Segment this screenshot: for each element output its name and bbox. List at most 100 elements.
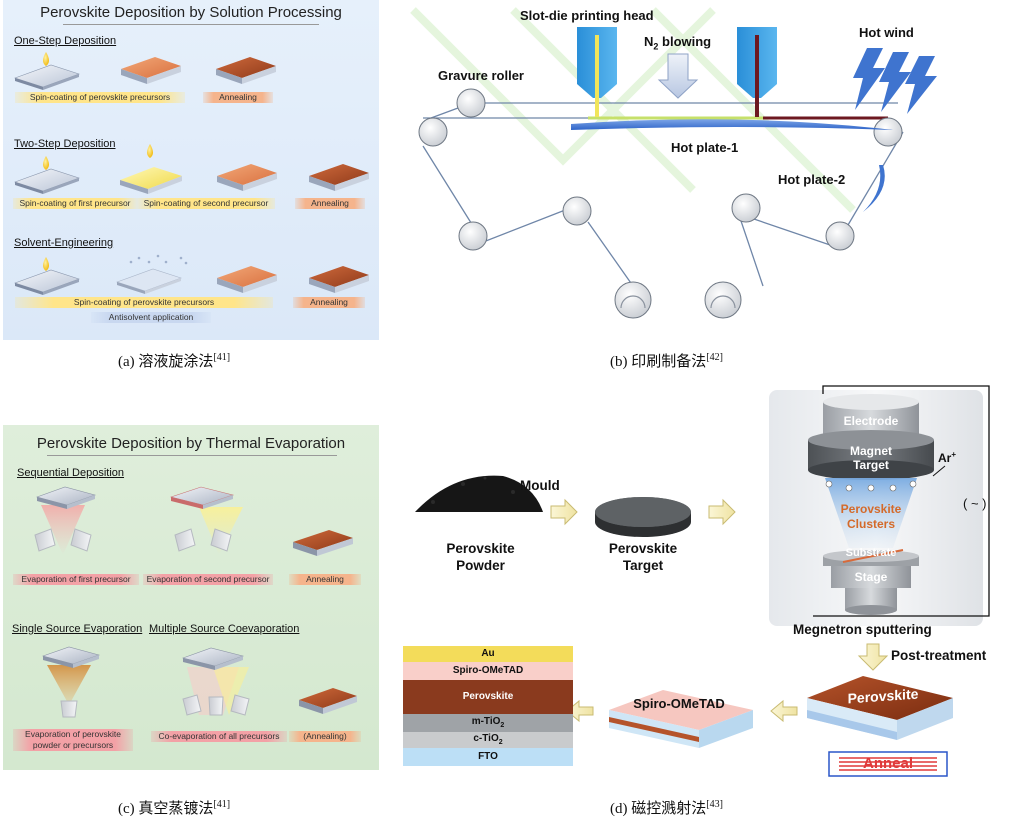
caption-d-text: (d) 磁控溅射法 <box>610 801 707 817</box>
process-arrow-icon <box>708 498 736 526</box>
mtio-prefix: m-TiO <box>471 716 501 727</box>
hot-plate-2-shape <box>863 165 885 212</box>
layer-fto: FTO <box>478 751 498 762</box>
process-arrow-icon <box>550 498 578 526</box>
layer-ctio2: c-TiO2 <box>403 733 573 746</box>
evaporation-source-icon <box>60 700 78 718</box>
substrate-glass <box>181 647 245 670</box>
caption-a-text: (a) 溶液旋涂法 <box>118 354 214 370</box>
spiro-block-label: Spiro-OMeTAD <box>633 696 725 711</box>
one-step-anneal-label: Annealing <box>203 92 273 103</box>
perovskite-film-orange <box>121 57 181 84</box>
perovskite-film-annealed <box>309 164 369 191</box>
evaporation-source-icon <box>174 528 232 552</box>
evap1-label: Evaporation of first precursor <box>13 574 139 585</box>
solvent-spin-label: Spin-coating of perovskite precursors <box>15 297 273 308</box>
device-stack <box>403 646 573 766</box>
caption-a-ref: [41] <box>213 352 231 363</box>
caption-d-ref: [43] <box>706 799 723 810</box>
spiro-block <box>609 690 753 748</box>
substrate-glass <box>41 646 101 668</box>
first-precursor-film <box>120 167 182 194</box>
sequential-anneal-label: Annealing <box>289 574 361 585</box>
perovskite-film-orange <box>217 266 277 293</box>
single-source-heading: Single Source Evaporation <box>12 623 143 635</box>
panel-a-title: Perovskite Deposition by Solution Proces… <box>40 4 342 21</box>
n2-prefix: N <box>644 34 654 49</box>
layer-au: Au <box>481 648 495 659</box>
perovskite-film-annealed <box>299 688 357 714</box>
droplet-icon <box>43 257 49 271</box>
coevap-label: Co-evaporation of all precursors <box>151 731 287 742</box>
anneal-label: Anneal <box>862 755 913 772</box>
perovskite-block <box>807 676 953 740</box>
slot-die-head-2 <box>737 27 777 117</box>
two-step-spin2-label: Spin-coating of second precursor <box>137 198 275 209</box>
layer-spiro: Spiro-OMeTAD <box>452 665 524 676</box>
power-circuit <box>813 385 990 617</box>
panel-c-title: Perovskite Deposition by Thermal Evapora… <box>36 435 346 452</box>
powder-line2: Powder <box>456 558 505 573</box>
target-line1: Perovskite <box>608 541 678 556</box>
single-evap-line1: Evaporation of perovskite <box>25 729 121 739</box>
clusters-line2: Clusters <box>846 517 896 531</box>
multiple-anneal-label: (Annealing) <box>289 731 361 742</box>
multiple-source-heading: Multiple Source Coevaporation <box>149 623 300 635</box>
electrode-label: Electrode <box>843 414 899 428</box>
post-treatment-label: Post-treatment <box>891 648 987 663</box>
ar-text: Ar <box>938 451 952 465</box>
web-belt <box>422 102 904 287</box>
perovskite-film-orange <box>217 164 277 191</box>
caption-c-text: (c) 真空蒸镀法 <box>118 801 214 817</box>
caption-a: (a) 溶液旋涂法[41] <box>118 350 230 371</box>
ar-sup: + <box>951 450 957 459</box>
antisolvent-spray-icon <box>129 254 188 265</box>
substrate-glass <box>35 486 97 509</box>
panel-a-illustrations <box>14 52 369 295</box>
one-step-spin-label: Spin-coating of perovskite precursors <box>15 92 185 103</box>
perovskite-film-annealed <box>216 57 276 84</box>
two-step-anneal-label: Annealing <box>295 198 365 209</box>
substrate-label: Substrate <box>845 547 897 559</box>
evap2-label: Evaporation of second precursor <box>143 574 273 585</box>
stage-block <box>831 566 911 615</box>
panel-c-thermal-evaporation: Perovskite Deposition by Thermal Evapora… <box>3 425 379 770</box>
mtio-sub: 2 <box>500 722 505 729</box>
powder-grains <box>431 476 515 504</box>
magnetron-sputtering-label: Megnetron sputtering <box>793 622 932 637</box>
evaporation-source-icon <box>34 528 92 552</box>
solvent-engineering-heading: Solvent-Engineering <box>14 237 114 249</box>
target-line: Target <box>853 458 889 472</box>
substrate-glass <box>14 64 80 90</box>
hot-plate-2-label: Hot plate-2 <box>778 172 846 187</box>
background-pattern <box>410 7 856 213</box>
stage-label: Stage <box>854 570 888 584</box>
anneal-box <box>828 751 948 777</box>
single-evap-line2: powder or precursors <box>32 740 114 750</box>
vapor-plume <box>41 505 85 555</box>
heating-coil-icon <box>839 757 937 771</box>
n2-arrow-icon <box>657 53 699 99</box>
n2-blowing-label: N2 blowing <box>644 34 711 52</box>
slot-die-label: Slot-die printing head <box>520 8 654 23</box>
perovskite-film-annealed <box>293 530 353 556</box>
n2-suffix: blowing <box>658 34 712 49</box>
perovskite-film-annealed <box>309 266 369 293</box>
panel-d-illustration <box>403 385 990 777</box>
ion-markers <box>825 480 917 492</box>
slot-die-head-1 <box>577 27 617 117</box>
two-step-heading: Two-Step Deposition <box>14 138 116 150</box>
substrate-block <box>823 549 919 566</box>
magnet-line: Magnet <box>850 444 892 458</box>
one-step-heading: One-Step Deposition <box>14 35 117 47</box>
panel-c-illustrations <box>34 486 357 718</box>
gravure-roller <box>456 88 486 118</box>
caption-c: (c) 真空蒸镀法[41] <box>118 797 230 818</box>
droplet-icon <box>43 52 49 66</box>
